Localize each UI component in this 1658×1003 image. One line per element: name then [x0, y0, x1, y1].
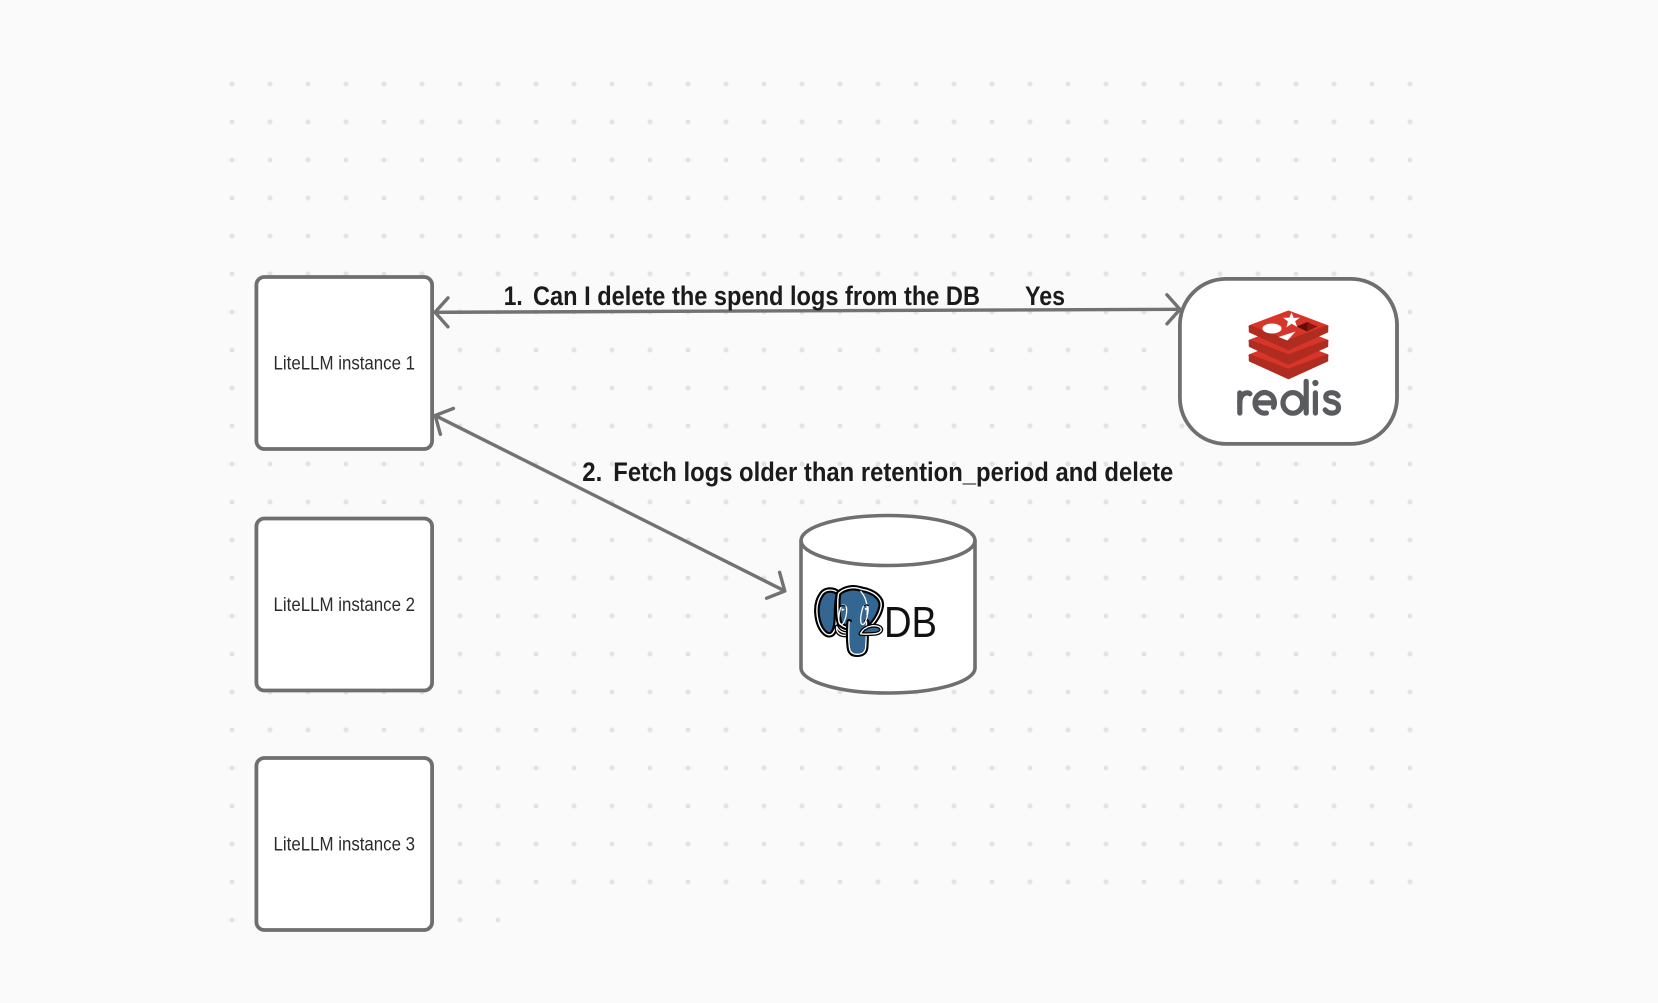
- svg-text:DB: DB: [884, 598, 937, 647]
- svg-text:LiteLLM instance 2: LiteLLM instance 2: [274, 595, 416, 616]
- svg-text:Yes: Yes: [1025, 281, 1065, 311]
- svg-text:1.: 1.: [504, 281, 523, 311]
- svg-text:Can I delete the spend logs fr: Can I delete the spend logs from the DB: [533, 281, 980, 311]
- svg-text:LiteLLM instance 1: LiteLLM instance 1: [274, 353, 416, 374]
- svg-text:LiteLLM instance 3: LiteLLM instance 3: [274, 835, 416, 856]
- svg-text:2.: 2.: [582, 457, 602, 487]
- svg-text:Fetch logs older than retentio: Fetch logs older than retention_period a…: [613, 457, 1173, 487]
